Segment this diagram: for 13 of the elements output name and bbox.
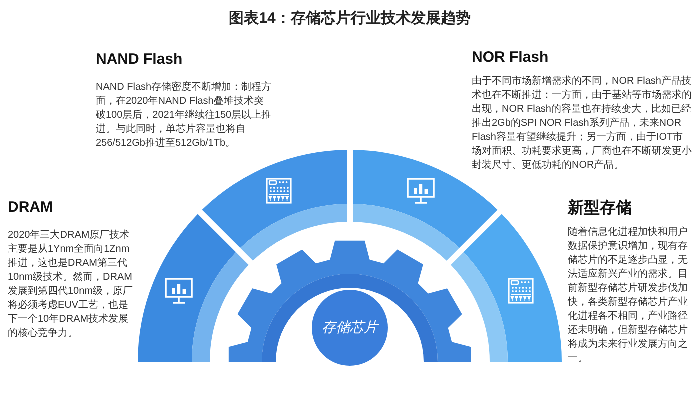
ring-segment (200, 150, 350, 264)
ring-segment (138, 212, 252, 362)
hub-label: 存储芯片 (322, 319, 378, 337)
section-text: 2020年三大DRAM原厂技术主要是从1Ynm全面向1Znm推进，这也是DRAM第三代10nm级技术。然而，DRAM发展到第四代10nm级，原厂将必须考虑EUV工艺，也是下一个10年DRAM技术发展的核心竞争力。 (8, 229, 134, 341)
diagram-title: 图表14：存储芯片行业技术发展趋势 (229, 9, 471, 29)
section-heading: DRAM (8, 198, 53, 217)
section-heading: 新型存储 (568, 198, 632, 218)
section-text: 由于不同市场新增需求的不同，NOR Flash产品技术也在不断推进：一方面，由于基站等市场需求的出现，NOR Flash的容量也在持续变大，比如已经推出2Gb的SPI NOR Flash系列产品，未来NOR Flash容量有望继续提升；另一方面，由于IOT市场对面积、功耗要求更高，厂商也在不断研发更小封装尺寸、更低功耗的NOR产品。 (472, 75, 692, 173)
section-heading: NAND Flash (96, 50, 183, 69)
section-text: NAND Flash存储密度不断增加：制程方面，在2020年NAND Flash叠堆技术突破100层后，2021年继续往150层以上推进。与此同时，单芯片容量也将自256/512Gb推进至512Gb/1Tb。 (96, 81, 272, 151)
ring-segment (448, 212, 562, 362)
section-heading: NOR Flash (472, 48, 549, 67)
section-text: 随着信息化进程加快和用户数据保护意识增加，现有存储芯片的不足逐步凸显，无法适应新兴产业的需求。目前新型存储芯片研发步伐加快，各类新型存储芯片产业化进程各不相同，产业路径还未明确，但新型存储芯片将成为未来行业发展方向之一。 (568, 226, 689, 366)
